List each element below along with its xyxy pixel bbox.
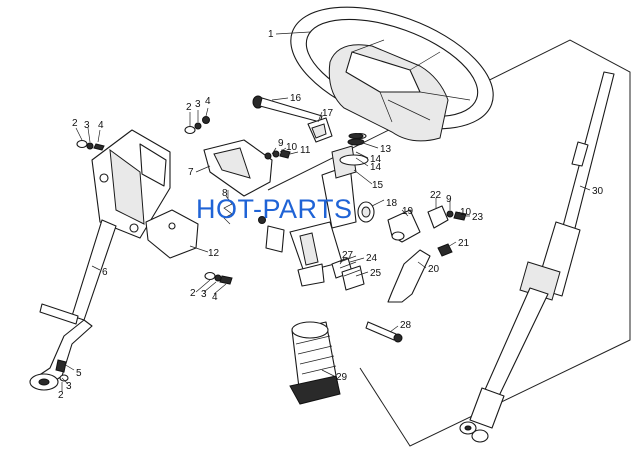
callout-25: 25 [370,268,382,279]
watermark-text: HOT-PARTS [196,194,353,224]
callout-18: 18 [386,198,398,209]
callout-9a: 9 [278,138,284,149]
callout-17: 17 [322,108,334,119]
callout-labels: 1 2 3 4 2 3 4 2 3 4 2 3 5 6 7 8 9 10 11 … [58,29,604,401]
mounting-plate [145,209,199,259]
callout-11: 11 [300,145,311,156]
column-tube [289,132,369,287]
callout-3c: 3 [201,289,207,300]
intermediate-shaft [459,71,615,443]
callout-4a: 4 [98,120,104,131]
cam-parts [331,255,365,291]
callout-4c: 4 [212,292,218,303]
callout-29: 29 [336,372,348,383]
callout-14b: 14 [370,162,382,173]
callout-1: 1 [268,29,274,40]
callout-27: 27 [342,250,354,261]
callout-23: 23 [472,212,484,223]
adjust-bolt [365,321,403,343]
callout-2b: 2 [186,102,192,113]
callout-3d: 3 [66,381,72,392]
callout-2a: 2 [72,118,78,129]
callout-24: 24 [366,253,378,264]
callout-3b: 3 [195,99,201,110]
left-bracket [29,129,171,391]
callout-leaders [61,31,591,392]
callout-19: 19 [402,206,414,217]
callout-9b: 9 [446,194,452,205]
tilt-lever [387,249,431,303]
callout-20: 20 [428,264,440,275]
callout-12: 12 [208,248,220,259]
callout-22: 22 [430,190,442,201]
callout-13: 13 [380,144,392,155]
lever-hardware [427,205,467,257]
callout-2d: 2 [58,390,64,401]
callout-10a: 10 [286,142,298,153]
callout-3a: 3 [84,120,90,131]
spring [223,195,233,225]
callout-7: 7 [188,167,194,178]
callout-6: 6 [102,267,108,278]
upper-bracket [203,139,273,197]
clamp-block [307,117,333,143]
callout-28: 28 [400,320,412,331]
callout-21: 21 [458,238,470,249]
callout-14a: 14 [370,154,382,165]
callout-10b: 10 [460,207,472,218]
callout-5: 5 [76,368,82,379]
callout-4b: 4 [205,96,211,107]
steering-wheel [290,6,494,142]
callout-16: 16 [290,93,302,104]
pivot-parts [357,201,421,243]
callout-15: 15 [372,180,384,191]
callout-30: 30 [592,186,604,197]
long-bolt [252,95,323,123]
callout-8: 8 [222,188,228,199]
fasteners [55,116,364,382]
dust-boot [289,321,341,405]
callout-2c: 2 [190,288,196,299]
